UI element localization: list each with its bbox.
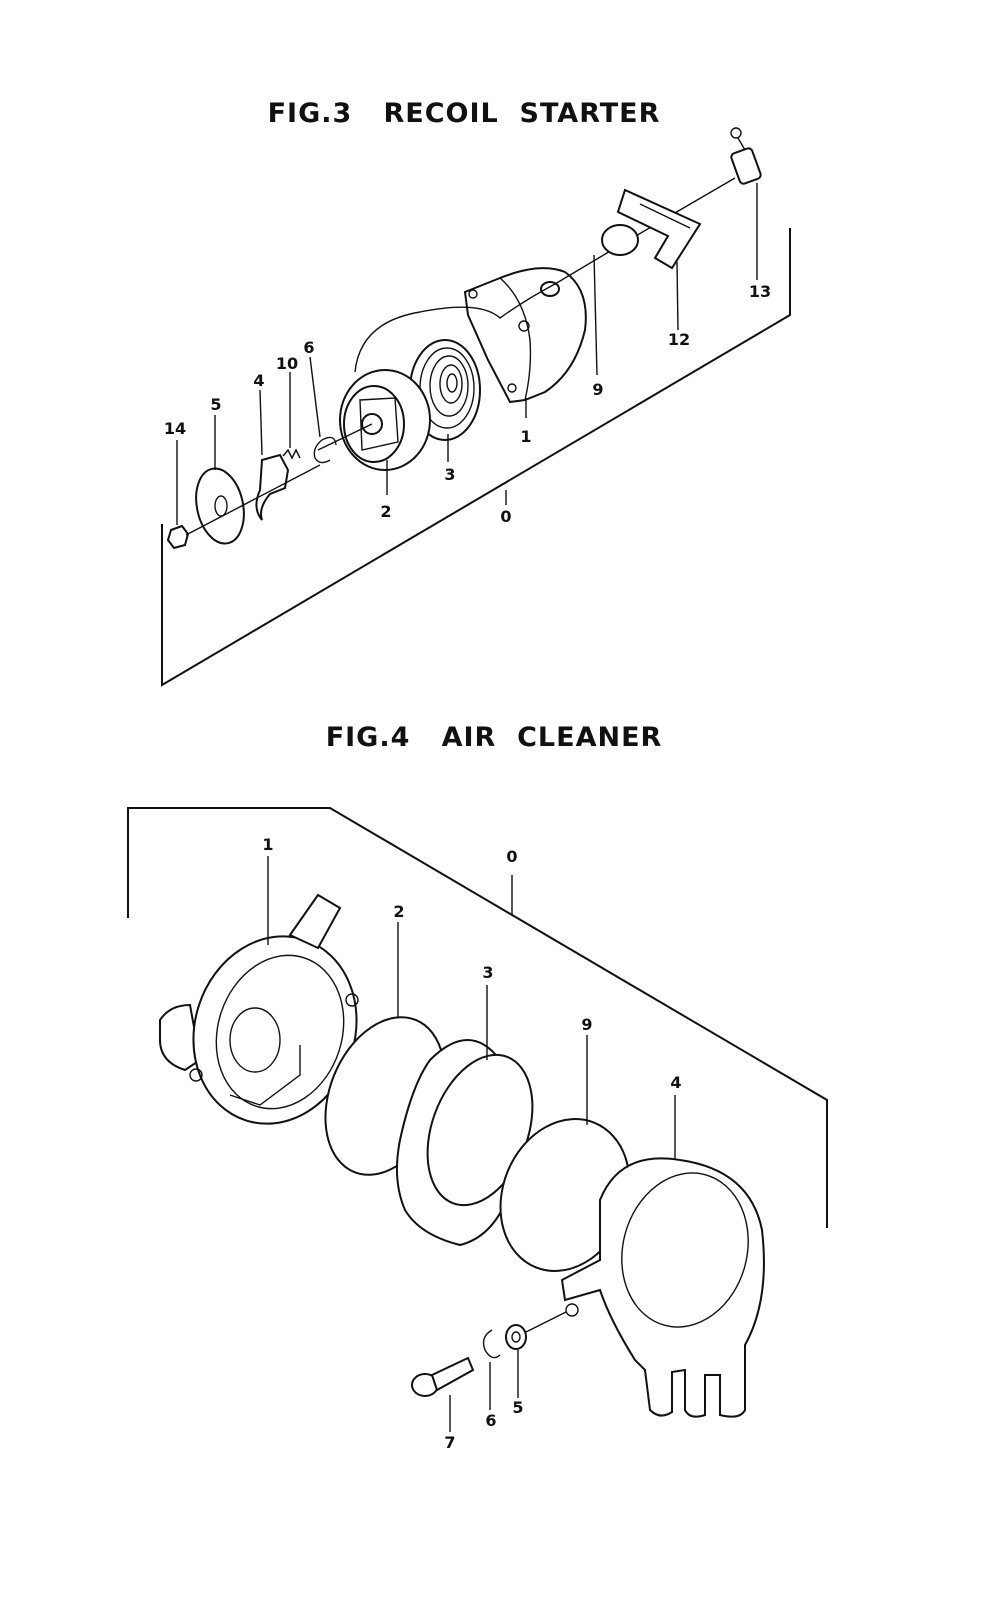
- fig3-part-1-starter-case: [463, 267, 587, 404]
- fig3-label-4: 4: [253, 371, 264, 390]
- fig4-label-6: 6: [485, 1411, 496, 1430]
- fig3-label-10: 10: [276, 354, 298, 373]
- fig3-part-5-washer: [195, 467, 245, 545]
- fig4-label-7: 7: [444, 1433, 455, 1452]
- fig3-recoil-starter-drawing: 0 1 2 3 4 5 6 9 10 12 13 14: [161, 127, 791, 687]
- fig3-part-14-nut: [166, 524, 190, 550]
- fig3-label-13: 13: [749, 282, 771, 301]
- fig4-air-cleaner-drawing: 0 1 2 3 4 5 6 7 9: [127, 807, 828, 1452]
- fig3-label-3: 3: [444, 465, 455, 484]
- fig4-part-4-cleaner-cover: [560, 1157, 765, 1418]
- fig4-part-1-cleaner-base: [159, 893, 359, 1125]
- fig4-label-1: 1: [262, 835, 273, 854]
- fig4-part-3-filter-element: [396, 1039, 534, 1247]
- fig4-label-2: 2: [393, 902, 404, 921]
- fig4-bolt-axis: [525, 1311, 567, 1333]
- fig3-rope: [354, 249, 613, 373]
- fig3-label-5: 5: [210, 395, 221, 414]
- fig3-shaft-axis: [185, 464, 321, 536]
- fig3-label-9: 9: [592, 380, 603, 399]
- fig3-part-10-spring: [282, 448, 301, 460]
- fig4-label-4: 4: [670, 1073, 681, 1092]
- fig4-label-5: 5: [512, 1398, 523, 1417]
- fig4-part-7-bolt: [411, 1356, 475, 1397]
- fig4-label-9: 9: [581, 1015, 592, 1034]
- fig3-assembly-bracket: [161, 228, 791, 687]
- fig3-part-12-handle: [601, 188, 702, 270]
- fig3-label-0: 0: [500, 507, 511, 526]
- fig3-label-14: 14: [164, 419, 186, 438]
- fig4-title: FIG.4 AIR CLEANER: [325, 722, 663, 753]
- fig3-part-4-pawl: [255, 453, 290, 521]
- fig3-part-6-clip: [313, 436, 337, 464]
- fig3-title: FIG.3 RECOIL STARTER: [267, 98, 661, 129]
- fig3-label-6: 6: [303, 338, 314, 357]
- fig4-part-6-clip: [482, 1329, 501, 1359]
- fig3-part-2-reel: [317, 369, 431, 471]
- fig3-label-1: 1: [520, 427, 531, 446]
- fig4-label-3: 3: [482, 963, 493, 982]
- fig4-label-0: 0: [506, 847, 517, 866]
- fig4-part-5-washer: [505, 1324, 527, 1350]
- fig4-assembly-bracket: [127, 807, 828, 1228]
- fig3-label-12: 12: [668, 330, 690, 349]
- fig3-part-13-rope-knot: [730, 127, 762, 185]
- fig3-label-2: 2: [380, 502, 391, 521]
